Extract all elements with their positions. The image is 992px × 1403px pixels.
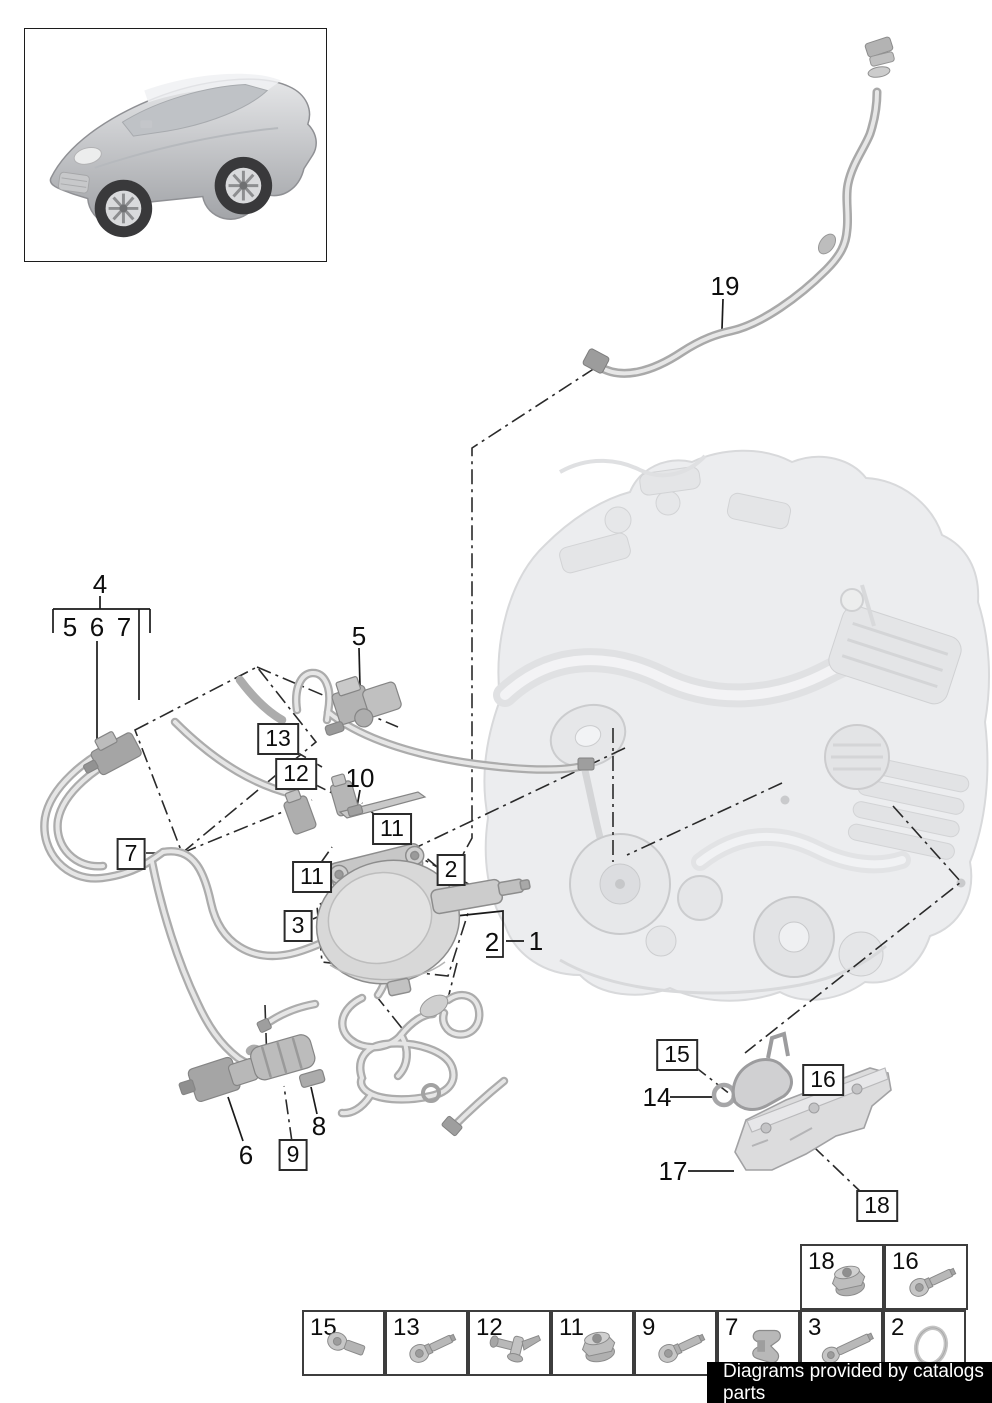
- connector-item-6-upper: [83, 731, 142, 776]
- legend-item-number: 7: [725, 1314, 739, 1341]
- mounting-brackets: [711, 1031, 892, 1171]
- callout-label-9: 9: [278, 1139, 308, 1171]
- callout-label-10: 10: [345, 763, 375, 793]
- legend-item-number: 16: [892, 1248, 919, 1275]
- legend-cell-item-16: 16: [884, 1244, 968, 1310]
- leader-lines: [52, 298, 734, 1172]
- flange-nut-icon: [568, 1322, 630, 1370]
- legend-item-number: 13: [393, 1314, 420, 1341]
- callout-label-6: 6: [238, 1140, 254, 1170]
- callout-label-19: 19: [710, 271, 740, 301]
- engine-illustration: [483, 449, 990, 1002]
- callout-label-14: 14: [642, 1082, 672, 1112]
- callout-label-2: 2: [436, 854, 466, 886]
- vacuum-hose-19: [582, 36, 895, 378]
- callout-label-1: 1: [528, 926, 544, 956]
- vehicle-thumbnail-box: [24, 28, 327, 262]
- screw-icon: [651, 1322, 713, 1370]
- legend-item-number: 11: [559, 1314, 584, 1341]
- callout-label-7: 7: [116, 838, 146, 870]
- vacuum-pump: [315, 842, 531, 997]
- legend-cell-item-13: 13: [385, 1310, 468, 1376]
- legend-cell-item-12: 12: [468, 1310, 551, 1376]
- callout-label-2: 2: [484, 927, 500, 957]
- expansion-rivet-icon: [485, 1322, 547, 1370]
- callout-label-6: 6: [89, 612, 105, 642]
- screw-short-icon: [319, 1322, 381, 1370]
- footer-credit-text: Diagrams provided by catalogs parts: [723, 1360, 984, 1403]
- callout-label-11: 11: [292, 861, 332, 893]
- callout-label-15: 15: [656, 1039, 698, 1071]
- legend-item-number: 18: [808, 1248, 835, 1275]
- callout-label-5: 5: [351, 621, 367, 651]
- solenoid-valve-item-6-lower: [178, 1056, 259, 1103]
- valve-item-13: [329, 773, 360, 817]
- legend-cell-item-18: 18: [800, 1244, 884, 1310]
- footer-credit-bar: Diagrams provided by catalogs parts: [707, 1360, 992, 1403]
- screw-icon: [402, 1322, 464, 1370]
- legend-item-number: 2: [891, 1314, 905, 1341]
- canister-item-8: [250, 1034, 316, 1081]
- legend-item-number: 9: [642, 1314, 656, 1341]
- valve-item-12: [283, 789, 317, 835]
- legend-cell-item-11: 11: [551, 1310, 634, 1376]
- clamp-item-15: [731, 1058, 793, 1111]
- callout-label-18: 18: [856, 1190, 898, 1222]
- screw-icon: [902, 1256, 964, 1304]
- callout-label-8: 8: [311, 1111, 327, 1141]
- bracket-item-17: [734, 1067, 892, 1171]
- callout-label-5: 5: [62, 612, 78, 642]
- callout-label-3: 3: [283, 910, 313, 942]
- callout-label-4: 4: [92, 569, 108, 599]
- callout-label-11: 11: [372, 813, 412, 845]
- flange-nut-icon: [818, 1256, 880, 1304]
- legend-cell-item-9: 9: [634, 1310, 717, 1376]
- porsche-macan-vehicle-thumbnail: [49, 73, 317, 238]
- callout-label-16: 16: [802, 1064, 844, 1096]
- legend-item-number: 12: [476, 1314, 503, 1341]
- clip-item-9-part: [298, 1069, 326, 1088]
- callout-label-13: 13: [257, 723, 299, 755]
- callout-label-7: 7: [116, 612, 132, 642]
- legend-item-number: 3: [808, 1314, 822, 1341]
- changeover-valve-item-5: [324, 676, 402, 736]
- solenoid-valve-parts: [83, 676, 427, 835]
- callout-label-17: 17: [658, 1156, 688, 1186]
- legend-cell-item-15: 15: [302, 1310, 385, 1376]
- callout-label-12: 12: [275, 758, 317, 790]
- lower-hose-assembly: [178, 990, 509, 1137]
- ring-item-14: [711, 1082, 737, 1108]
